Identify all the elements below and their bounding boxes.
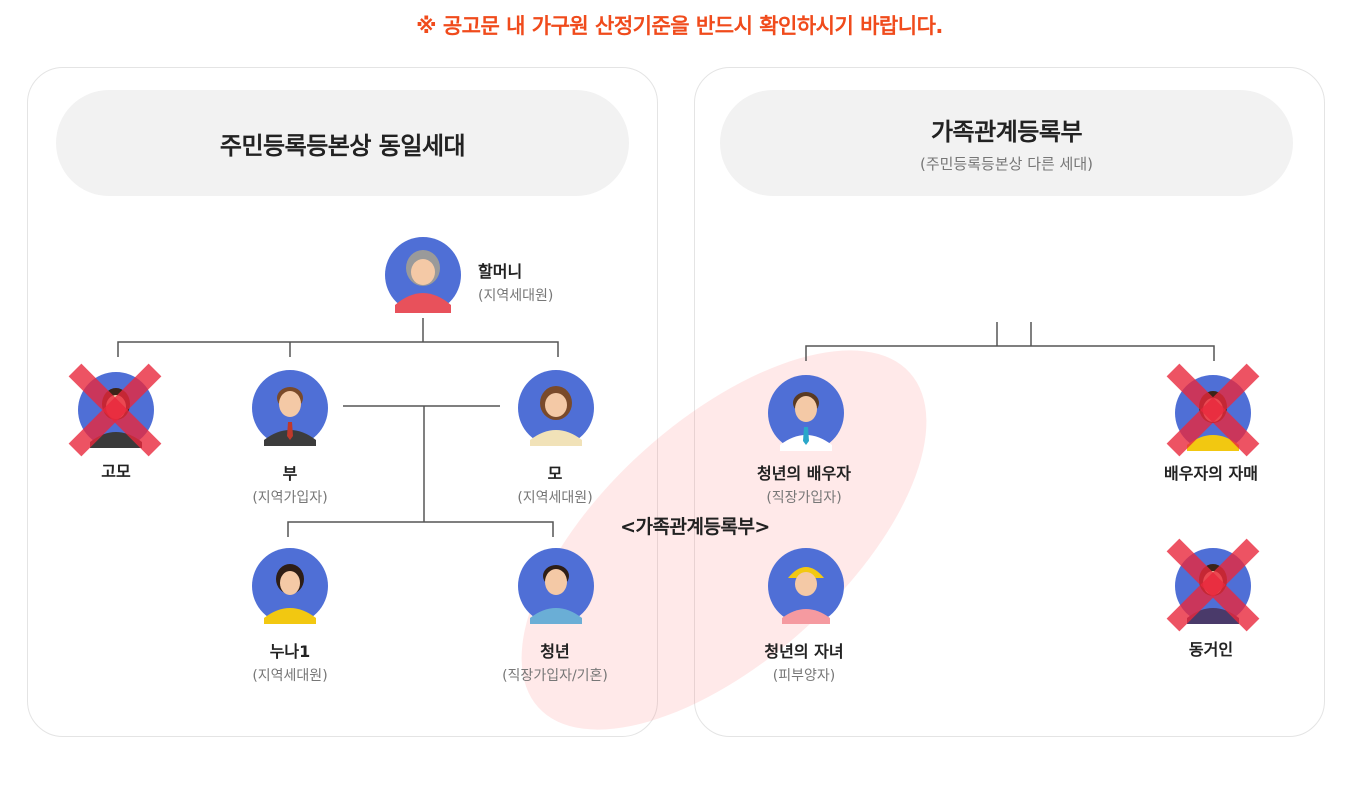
- cohabitant-label: 동거인: [1188, 640, 1234, 659]
- family-registry-header: 가족관계등록부 (주민등록등본상 다른 세대): [720, 90, 1293, 196]
- child-avatar-icon: [768, 548, 844, 624]
- sister-avatar-icon: [252, 548, 328, 624]
- notice-text: ※ 공고문 내 가구원 산정기준을 반드시 확인하시기 바랍니다.: [416, 14, 943, 38]
- family-registry-label: <가족관계등록부>: [620, 516, 770, 538]
- family-tree-lines: [117, 318, 1215, 537]
- mother-avatar-icon: [518, 370, 594, 446]
- grandma-avatar-icon: [385, 237, 461, 313]
- youth-label: 청년 (직장가입자/기혼): [502, 642, 608, 684]
- father-label: 부 (지역가입자): [252, 464, 328, 506]
- family-registry-subtitle: (주민등록등본상 다른 세대): [919, 155, 1094, 173]
- spouse-sibling-label: 배우자의 자매: [1164, 464, 1258, 483]
- spouse-sibling-excluded-x-icon: [1166, 363, 1260, 457]
- father-avatar-icon: [252, 370, 328, 446]
- grandma-label: 할머니 (지역세대원): [478, 262, 554, 304]
- spouse-avatar-icon: [768, 375, 844, 451]
- family-registry-title: 가족관계등록부: [930, 118, 1083, 146]
- aunt-excluded-x-icon: [68, 363, 162, 457]
- mother-label: 모 (지역세대원): [517, 464, 593, 506]
- aunt-label: 고모: [101, 462, 131, 481]
- cohabitant-excluded-x-icon: [1166, 538, 1260, 632]
- sister-label: 누나1 (지역세대원): [252, 642, 328, 684]
- same-household-header: 주민등록등본상 동일세대: [56, 90, 629, 196]
- spouse-label: 청년의 배우자 (직장가입자): [757, 464, 851, 506]
- youth-avatar-icon: [518, 548, 594, 624]
- same-household-title: 주민등록등본상 동일세대: [219, 131, 466, 160]
- child-label: 청년의 자녀 (피부양자): [764, 642, 844, 684]
